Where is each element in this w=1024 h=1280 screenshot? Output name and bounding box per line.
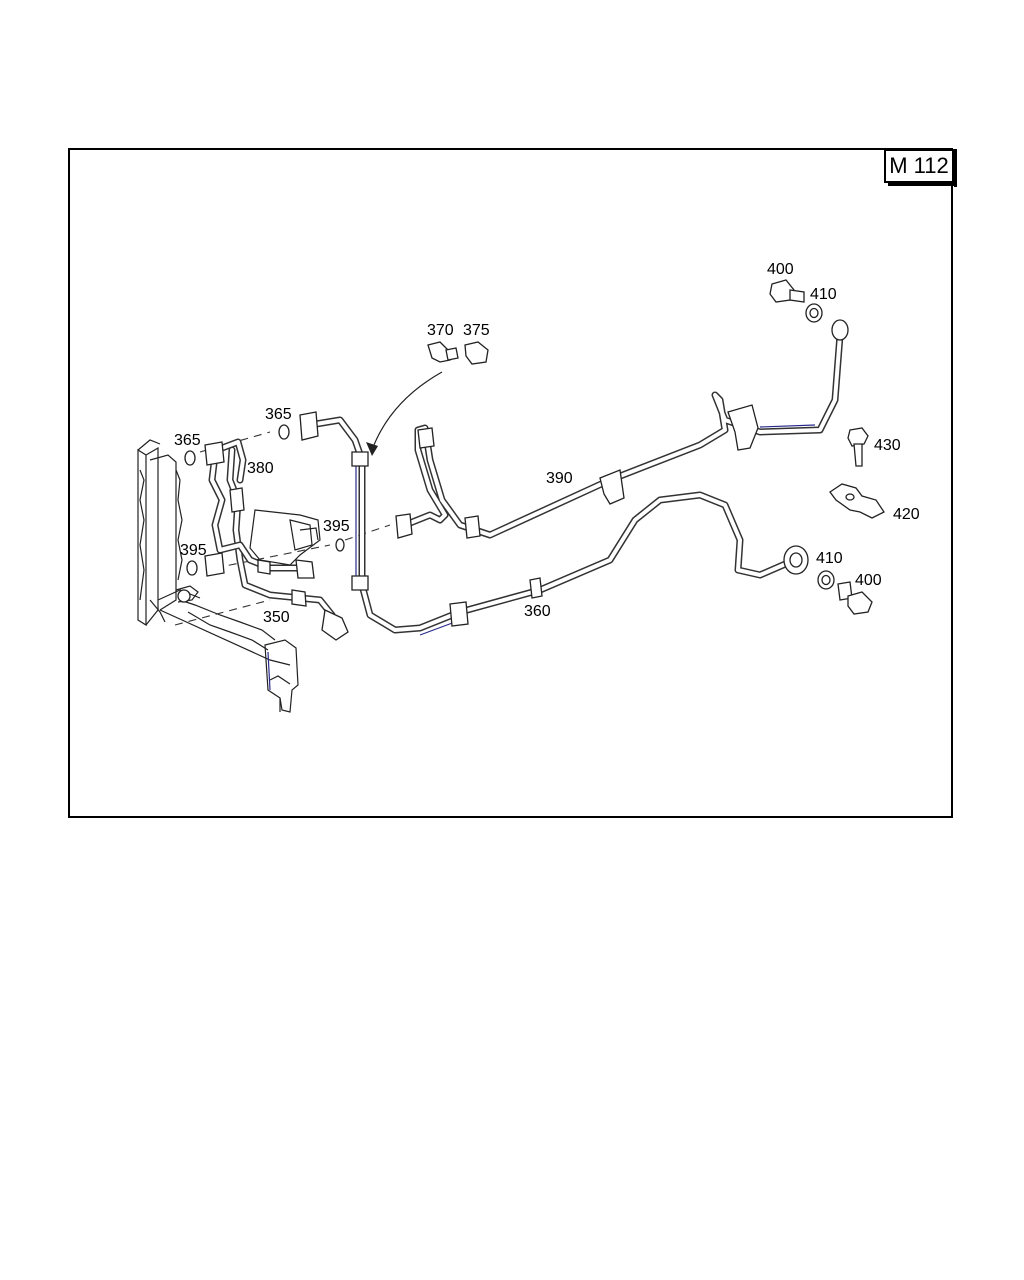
- label-395-right: 395: [323, 518, 350, 535]
- label-420: 420: [893, 506, 920, 523]
- fitting-395-left: [186, 552, 225, 577]
- banjo-bolt-400-bottom: [837, 581, 873, 615]
- badge-shadow-bottom: [888, 183, 957, 186]
- line-390: [395, 319, 849, 539]
- hose-365-upper: [218, 438, 247, 484]
- label-365-top: 365: [265, 406, 292, 423]
- banjo-bolt-400-top: [769, 279, 805, 303]
- diagram-frame: [68, 148, 953, 818]
- label-375: 375: [463, 322, 490, 339]
- hose-380: [208, 451, 315, 579]
- washer-410-bottom: [817, 570, 835, 590]
- badge-shadow: [954, 149, 957, 187]
- line-360: [299, 411, 809, 636]
- label-400-top: 400: [767, 261, 794, 278]
- label-410-bottom: 410: [816, 550, 843, 567]
- fitting-365-top: [278, 424, 290, 440]
- label-370: 370: [427, 322, 454, 339]
- label-350: 350: [263, 609, 290, 626]
- label-400-bottom: 400: [855, 572, 882, 589]
- label-360: 360: [524, 603, 551, 620]
- fitting-395-right: [335, 538, 345, 552]
- label-430: 430: [874, 437, 901, 454]
- label-390: 390: [546, 470, 573, 487]
- label-365-left: 365: [174, 432, 201, 449]
- mounting-bracket: [249, 509, 321, 566]
- label-395-left: 395: [180, 542, 207, 559]
- clamp-420: [829, 483, 885, 519]
- label-380: 380: [247, 460, 274, 477]
- washer-410-top: [805, 303, 823, 323]
- clip-375: [464, 341, 489, 365]
- label-410-top: 410: [810, 286, 837, 303]
- bolt-430: [847, 427, 869, 467]
- radiator: [137, 439, 299, 713]
- fitting-365-left: [184, 441, 225, 466]
- clip-370: [427, 341, 459, 363]
- engine-code-badge: M 112: [884, 149, 954, 183]
